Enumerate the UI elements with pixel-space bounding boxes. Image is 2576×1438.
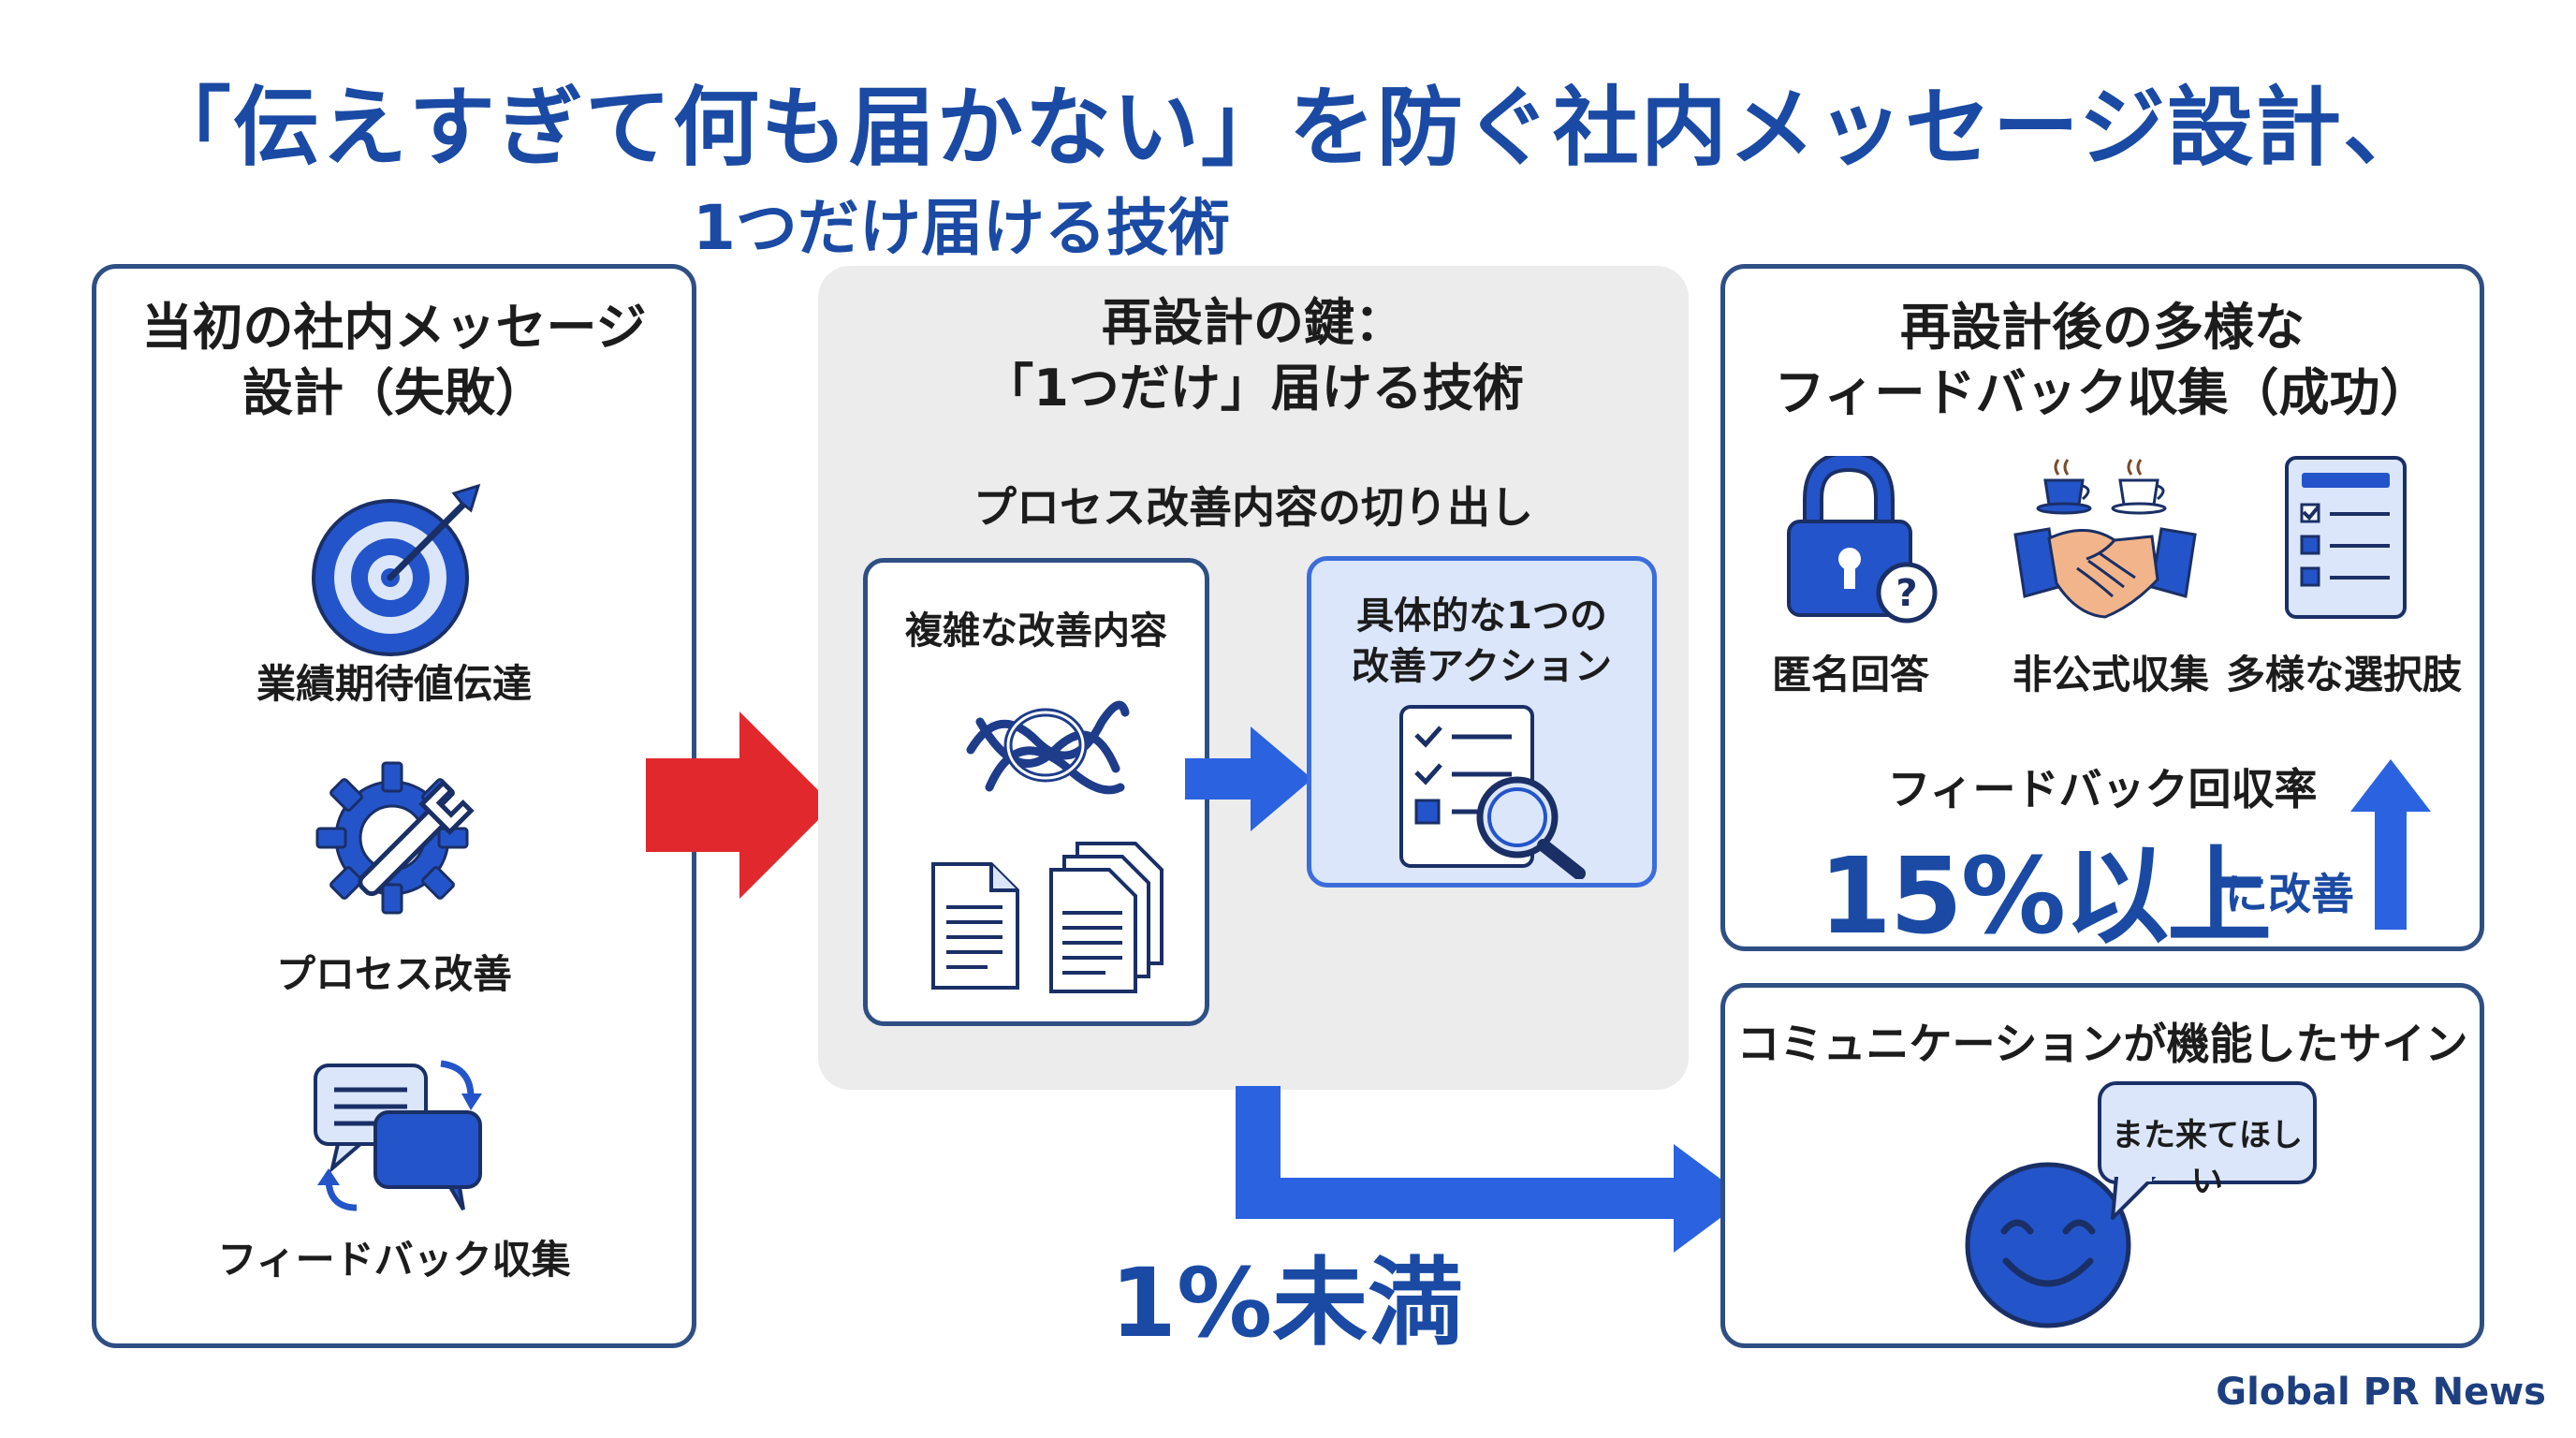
feedback-rate-suffix: に改善 [2225,869,2354,919]
elbow-blue-arrow [1236,1086,1747,1253]
chat-cycle-icon [314,1060,482,1211]
feedback-rate-value: 15%以上 [1819,836,2272,958]
diverse-feedback-title-line1: 再設計後の多様な [1900,298,2305,357]
complex-content-title: 複雑な改善内容 [905,609,1167,653]
brand-logo-text: Global PR News [2216,1371,2546,1414]
redesign-key-subtitle: プロセス改善内容の切り出し [973,482,1533,533]
diverse-feedback-title-line2: フィードバック収集（成功） [1774,363,2431,422]
low-response-rate: 1%未満 [1110,1248,1464,1359]
complex-content-box: 複雑な改善内容 [863,558,1209,1026]
small-blue-arrow [1185,726,1312,831]
lock-question-icon: ? [1787,456,1938,624]
form-list-icon [2285,456,2407,619]
left-item-label-2: プロセス改善 [275,951,512,997]
diverse-feedback-panel: 再設計後の多様な フィードバック収集（成功） ? 匿名回答 非公式収集 [1720,264,2484,958]
page-subtitle: 1つだけ届ける技術 [693,192,1230,264]
left-item-label-1: 業績期待値伝達 [256,661,532,707]
page-title: 「伝えすぎて何も届かない」を防ぐ社内メッセージ設計、 [144,78,2432,178]
initial-design-title-line1: 当初の社内メッセージ [141,298,647,357]
red-arrow [646,712,833,899]
initial-design-title-line2: 設計（失敗） [242,363,546,422]
single-action-title-line1: 具体的な1つの [1356,594,1607,638]
communication-sign-title: コミュニケーションが機能したサイン [1736,1019,2468,1069]
svg-text:?: ? [1895,572,1917,615]
redesign-key-panel: 再設計の鍵： 「1つだけ」届ける技術 プロセス改善内容の切り出し 複雑な改善内容 [818,266,1689,1090]
communication-sign-panel: コミュニケーションが機能したサイン また来てほしい [1720,983,2484,1348]
document-stack-icon [1049,842,1164,993]
speech-bubble: また来てほしい [2098,1081,2317,1200]
tangle-icon [966,700,1130,795]
document-icon [931,862,1019,990]
right-item-label-1: 匿名回答 [1771,652,1929,697]
right-item-label-3: 多様な選択肢 [2225,652,2462,697]
speech-tail [2111,1177,2156,1220]
coffee-handshake-icon [2013,459,2197,619]
feedback-rate-label: フィードバック回収率 [1887,764,2318,814]
checklist-magnifier-icon [1399,705,1586,879]
left-item-label-3: フィードバック収集 [217,1237,571,1283]
smiley-icon [1965,1162,2131,1328]
redesign-key-title-line2: 「1つだけ」届ける技術 [983,359,1524,418]
single-action-title-line2: 改善アクション [1352,645,1612,688]
right-item-label-2: 非公式収集 [2012,652,2209,697]
gear-wrench-icon [315,761,475,915]
up-arrow-icon [2350,759,2431,930]
speech-text: また来てほしい [2112,1117,2303,1200]
single-action-box: 具体的な1つの 改善アクション [1307,556,1657,888]
target-icon [312,483,481,656]
initial-design-panel: 当初の社内メッセージ 設計（失敗） 業績期待値伝達 プロセス改善 [92,264,696,1348]
redesign-key-title-line1: 再設計の鍵： [1102,293,1405,352]
